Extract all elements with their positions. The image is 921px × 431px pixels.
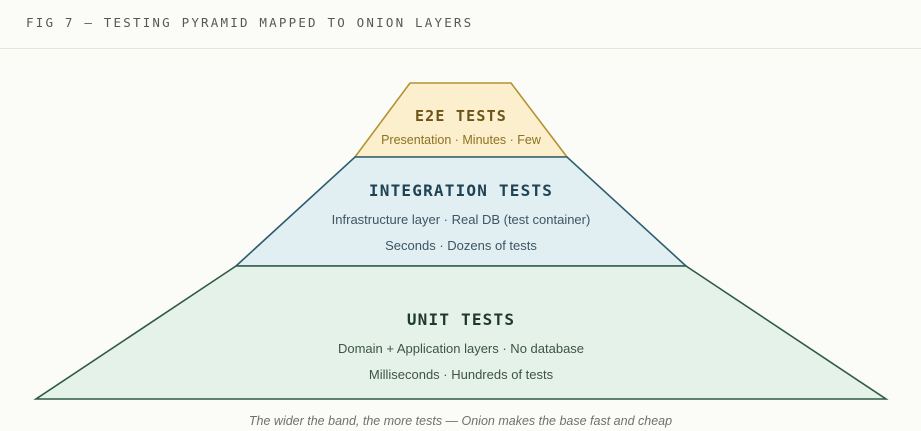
- layer-line-unit-1: Domain + Application layers · No databas…: [338, 341, 584, 356]
- figure-header: FIG 7 — TESTING PYRAMID MAPPED TO ONION …: [0, 0, 921, 49]
- layer-line-e2e-1: Presentation · Minutes · Few: [381, 133, 542, 147]
- layer-title-integration: INTEGRATION TESTS: [369, 181, 553, 200]
- layer-integration: INTEGRATION TESTS Infrastructure layer ·…: [233, 156, 689, 267]
- layer-title-unit: UNIT TESTS: [407, 310, 515, 329]
- figure-caption: The wider the band, the more tests — Oni…: [248, 414, 673, 428]
- band-unit: [33, 265, 889, 400]
- layer-title-e2e: E2E TESTS: [415, 107, 507, 125]
- layer-line-integration-1: Infrastructure layer · Real DB (test con…: [332, 212, 591, 227]
- layer-unit: UNIT TESTS Domain + Application layers ·…: [33, 265, 889, 400]
- layer-line-unit-2: Milliseconds · Hundreds of tests: [369, 367, 554, 382]
- layer-line-integration-2: Seconds · Dozens of tests: [385, 238, 537, 253]
- figure-title: FIG 7 — TESTING PYRAMID MAPPED TO ONION …: [26, 15, 474, 30]
- layer-e2e: E2E TESTS Presentation · Minutes · Few: [353, 82, 569, 158]
